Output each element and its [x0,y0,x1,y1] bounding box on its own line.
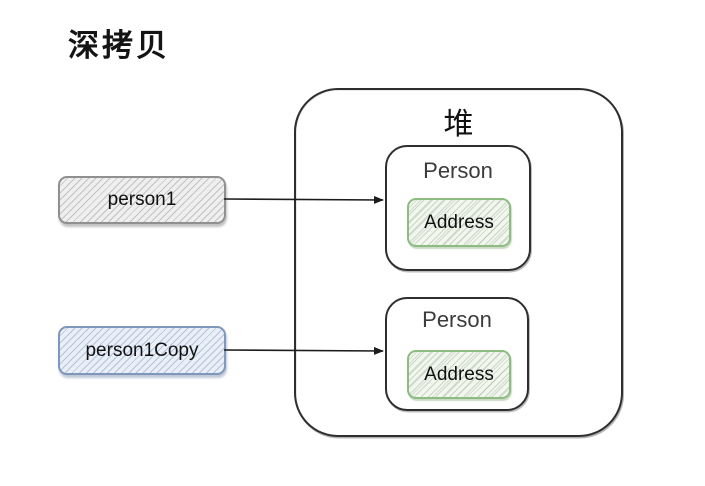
diagram-title: 深拷贝 [68,28,170,63]
person1-label: person1 [107,189,177,210]
stack-ref-person1: person1 [58,176,226,224]
stack-ref-person1copy: person1Copy [58,326,226,375]
heap-label: 堆 [443,108,474,141]
person1copy-label: person1Copy [85,339,199,361]
address-2-label: Address [424,363,494,385]
person-1-label: Person [423,158,493,183]
person-object-2: Person Address [385,297,529,411]
person-2-label: Person [422,307,492,332]
address-field-2: Address [407,350,511,399]
person-object-1: Person Address [385,145,531,271]
address-field-1: Address [407,198,511,247]
address-1-label: Address [424,211,494,233]
